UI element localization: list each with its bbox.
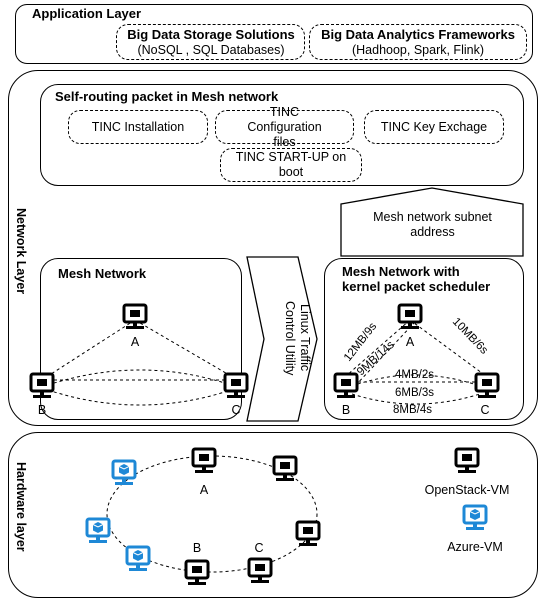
mesh-node-b-icon [29, 372, 55, 400]
azure-vm-node-icon [125, 545, 151, 573]
sched-node-b-label: B [342, 403, 350, 417]
tinc-key-exchange: TINC Key Exchage [364, 110, 504, 144]
mesh-node-a-icon [122, 303, 148, 331]
scheduler-edges [345, 319, 487, 405]
hw-node-b-icon [184, 559, 210, 587]
mesh-node-b-label: B [38, 403, 46, 417]
openstack-vm-label: OpenStack-VM [425, 483, 510, 497]
mesh-node-c-icon [223, 372, 249, 400]
hw-node-a-icon [191, 447, 217, 475]
azure-vm-node-icon [111, 459, 137, 487]
storage-box [116, 24, 305, 60]
tinc-installation: TINC Installation [68, 110, 208, 144]
azure-vm-icon [462, 504, 488, 532]
hw-node-icon [295, 520, 321, 548]
mesh-packet-box [40, 84, 524, 186]
analytics-box [309, 24, 527, 60]
analytics-subtitle: (Hadhoop, Spark, Flink) [351, 43, 484, 57]
storage-subtitle: (NoSQL , SQL Databases) [137, 43, 285, 57]
openstack-vm-icon [454, 447, 480, 475]
link-label: 4MB/2s [395, 369, 434, 381]
azure-vm-node-icon [85, 517, 111, 545]
subnet-arrow-label: Mesh network subnet address [373, 210, 492, 239]
analytics-title: Big Data Analytics Frameworks [321, 27, 515, 42]
mesh-scheduler-title-1: Mesh Network with [342, 264, 460, 279]
mesh-network-box [40, 258, 242, 420]
sched-node-a-icon [397, 303, 423, 331]
tinc-startup: TINC START-UP on boot [220, 148, 362, 182]
traffic-control-arrow [246, 256, 318, 422]
sched-node-c-label: C [480, 403, 489, 417]
subnet-arrow [340, 187, 524, 257]
hardware-layer-label: Hardware layer [14, 462, 28, 552]
link-label: 10MB/6s [450, 316, 490, 357]
mesh-node-a-label: A [131, 335, 140, 349]
network-layer-label: Network Layer [14, 208, 28, 295]
mesh-node-c-label: C [231, 403, 240, 417]
link-label: 6MB/3s [395, 387, 434, 399]
hw-node-a-label: A [200, 483, 209, 497]
application-layer-title: Application Layer [32, 6, 142, 21]
mesh-scheduler-box [324, 258, 524, 420]
azure-vm-label: Azure-VM [447, 540, 503, 554]
link-label: 8MB/4s [393, 404, 432, 416]
network-layer [8, 70, 538, 426]
application-layer [15, 4, 533, 64]
hw-node-b-label: B [193, 541, 201, 555]
sched-node-c-icon [474, 372, 500, 400]
traffic-control-label: Linux Traffic Control Utility [283, 300, 312, 376]
hw-node-c-label: C [254, 541, 263, 555]
mesh-network-edges [47, 319, 232, 406]
storage-title: Big Data Storage Solutions [127, 27, 295, 42]
mesh-scheduler-title-2: kernel packet scheduler [342, 279, 491, 294]
hw-node-c-icon [247, 557, 273, 585]
hardware-layer [8, 432, 538, 598]
sched-node-a-label: A [406, 335, 415, 349]
mesh-network-title: Mesh Network [58, 266, 147, 281]
mesh-packet-title: Self-routing packet in Mesh network [55, 89, 279, 104]
